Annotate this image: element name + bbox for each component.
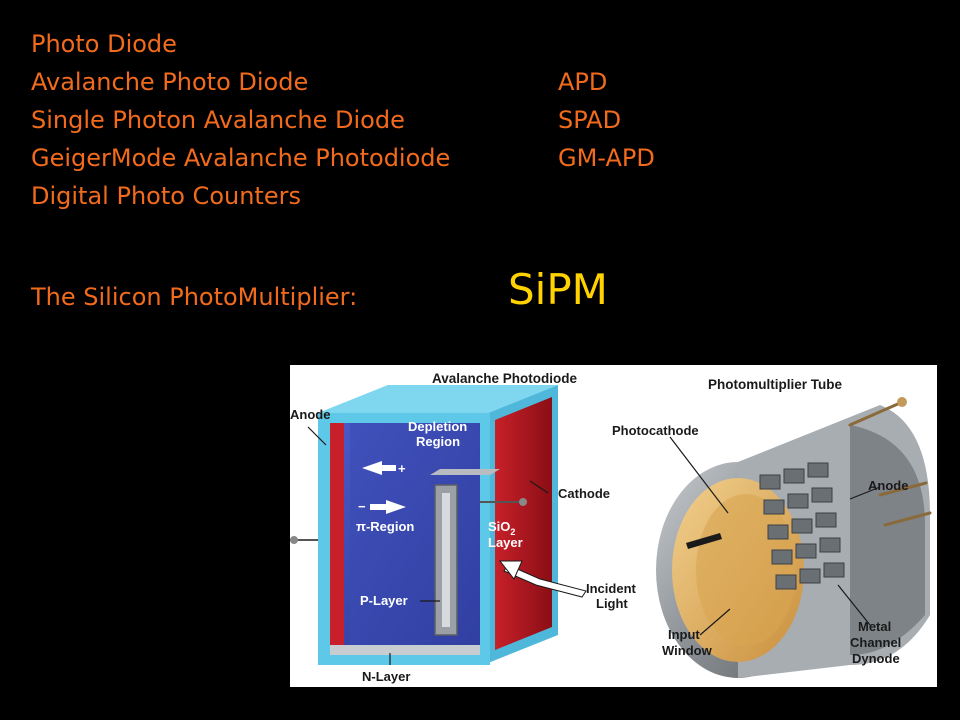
sio2-sub: 2: [510, 527, 515, 537]
cathode-label: Cathode: [558, 486, 610, 501]
metal-channel-label-2: Channel: [850, 635, 901, 650]
depletion-label-2: Region: [416, 434, 460, 449]
n-layer-label: N-Layer: [362, 669, 410, 684]
input-window-label-1: Input: [668, 627, 700, 642]
metal-channel-label-1: Metal: [858, 619, 891, 634]
list-item-spad: Single Photon Avalanche Diode: [31, 106, 405, 134]
list-item-apd: Avalanche Photo Diode: [31, 68, 309, 96]
abbr-gm-apd: GM-APD: [558, 144, 655, 172]
list-item-digital-photo-counters: Digital Photo Counters: [31, 182, 301, 210]
apd-pmt-figure: Avalanche Photodiode Anode Depletion Reg…: [290, 365, 937, 687]
sio2-label-2: Layer: [488, 535, 523, 550]
list-item-photo-diode: Photo Diode: [31, 30, 177, 58]
abbr-apd: APD: [558, 68, 608, 96]
photocathode-label: Photocathode: [612, 423, 699, 438]
pmt-illustration: Photomultiplier Tube Photocathode Anode …: [612, 377, 932, 678]
sio2-label-1: SiO2: [488, 519, 515, 537]
sio2-base: SiO: [488, 519, 510, 534]
input-window-label-2: Window: [662, 643, 713, 658]
p-layer-label: P-Layer: [360, 593, 408, 608]
pmt-anode-label: Anode: [868, 478, 908, 493]
list-item-gm-apd: GeigerMode Avalanche Photodiode: [31, 144, 451, 172]
pmt-title: Photomultiplier Tube: [708, 377, 842, 392]
apd-title: Avalanche Photodiode: [432, 371, 578, 386]
incident-light-label-2: Light: [596, 596, 628, 611]
sipm-label: The Silicon PhotoMultiplier:: [31, 283, 358, 311]
minus-sign: −: [358, 499, 366, 514]
apd-anode-label: Anode: [290, 407, 330, 422]
depletion-label-1: Depletion: [408, 419, 467, 434]
sipm-abbr: SiPM: [508, 265, 608, 314]
apd-pmt-diagram: Avalanche Photodiode Anode Depletion Reg…: [290, 371, 932, 684]
incident-light-label-1: Incident: [586, 581, 637, 596]
metal-channel-label-3: Dynode: [852, 651, 900, 666]
plus-sign: +: [398, 461, 406, 476]
apd-illustration: Avalanche Photodiode Anode Depletion Reg…: [290, 371, 637, 684]
pi-region-label: π-Region: [356, 519, 414, 534]
abbr-spad: SPAD: [558, 106, 622, 134]
